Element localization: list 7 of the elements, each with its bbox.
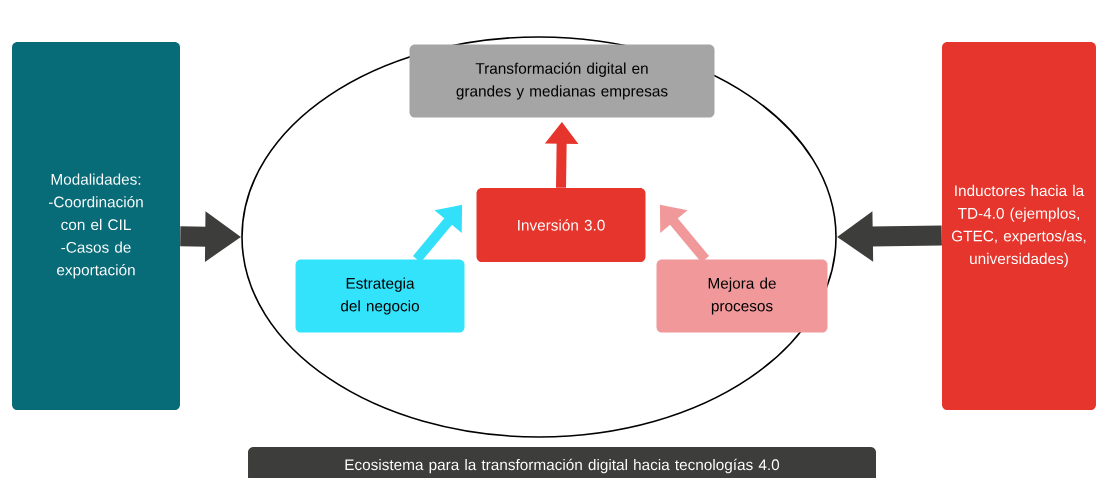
- side-box: Modalidades: -Coordinación con el CIL -Casos de exportación: [12, 42, 180, 410]
- process-box: Mejora de procesos: [656, 259, 828, 333]
- process-box: Estrategia del negocio: [295, 259, 465, 333]
- process-box: Transformación digital en grandes y medianas empresas: [409, 44, 715, 118]
- side-box: Inductores hacia la TD-4.0 (ejemplos, GTEC, expertos/as, universidades): [942, 42, 1096, 410]
- process-box: Inversión 3.0: [476, 188, 646, 262]
- footer-bar: Ecosistema para la transformación digital hacia tecnologías 4.0: [248, 447, 876, 478]
